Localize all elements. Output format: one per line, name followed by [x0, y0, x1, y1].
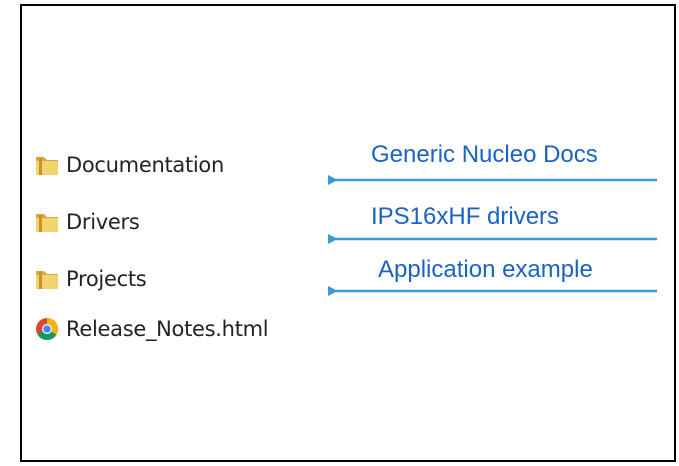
file-item-drivers[interactable]: Drivers [34, 206, 140, 238]
folder-icon [34, 266, 60, 292]
annotation-ips16xhf-drivers: IPS16xHF drivers [371, 203, 560, 230]
file-item-documentation[interactable]: Documentation [34, 149, 224, 181]
file-name: Projects [66, 267, 147, 291]
annotation-generic-nucleo-docs: Generic Nucleo Docs [371, 141, 598, 168]
file-name: Documentation [66, 153, 224, 177]
file-name: Release_Notes.html [66, 317, 269, 341]
file-item-projects[interactable]: Projects [34, 263, 147, 295]
chrome-icon [34, 316, 60, 342]
folder-icon [34, 152, 60, 178]
folder-icon [34, 209, 60, 235]
annotation-application-example: Application example [378, 256, 593, 283]
file-name: Drivers [66, 210, 140, 234]
file-item-release-notes[interactable]: Release_Notes.html [34, 313, 269, 345]
diagram-frame [20, 4, 676, 462]
